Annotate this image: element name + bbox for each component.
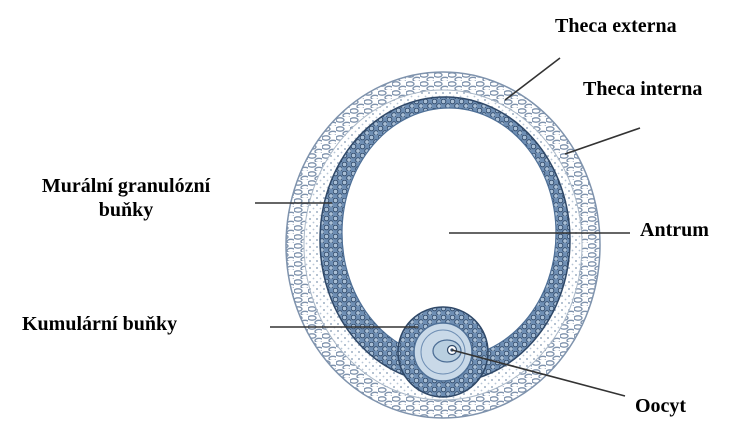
label-antrum: Antrum: [640, 218, 709, 242]
label-kumularni-bunky: Kumulární buňky: [22, 312, 177, 336]
label-theca-interna: Theca interna: [583, 77, 702, 101]
label-oocyt: Oocyt: [635, 394, 686, 418]
label-muralni-line1: Murální granulózní: [6, 174, 246, 198]
leader-line-theca-externa: [505, 58, 560, 100]
label-muralni-granulozni-bunky: Murální granulózní buňky: [6, 174, 246, 222]
leader-line-theca-interna: [565, 128, 640, 154]
label-theca-externa: Theca externa: [555, 14, 677, 38]
label-muralni-line2: buňky: [6, 198, 246, 222]
